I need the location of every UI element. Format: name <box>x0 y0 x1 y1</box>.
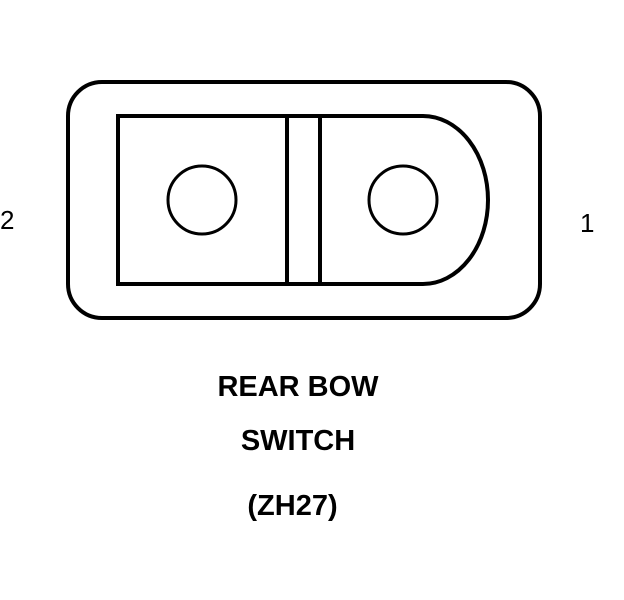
connector-code: (ZH27) <box>247 490 338 522</box>
connector-face-outline <box>116 114 490 286</box>
pin-1-cavity <box>367 164 439 236</box>
connector-housing-outline <box>66 80 542 320</box>
pin-2-label: 2 <box>0 205 15 235</box>
pin-2-cavity <box>166 164 238 236</box>
pin-1-label: 1 <box>580 208 595 238</box>
center-divider-bar <box>285 114 322 286</box>
component-name-line-2: SWITCH <box>240 425 356 457</box>
component-name-line-1: REAR BOW <box>217 371 379 403</box>
